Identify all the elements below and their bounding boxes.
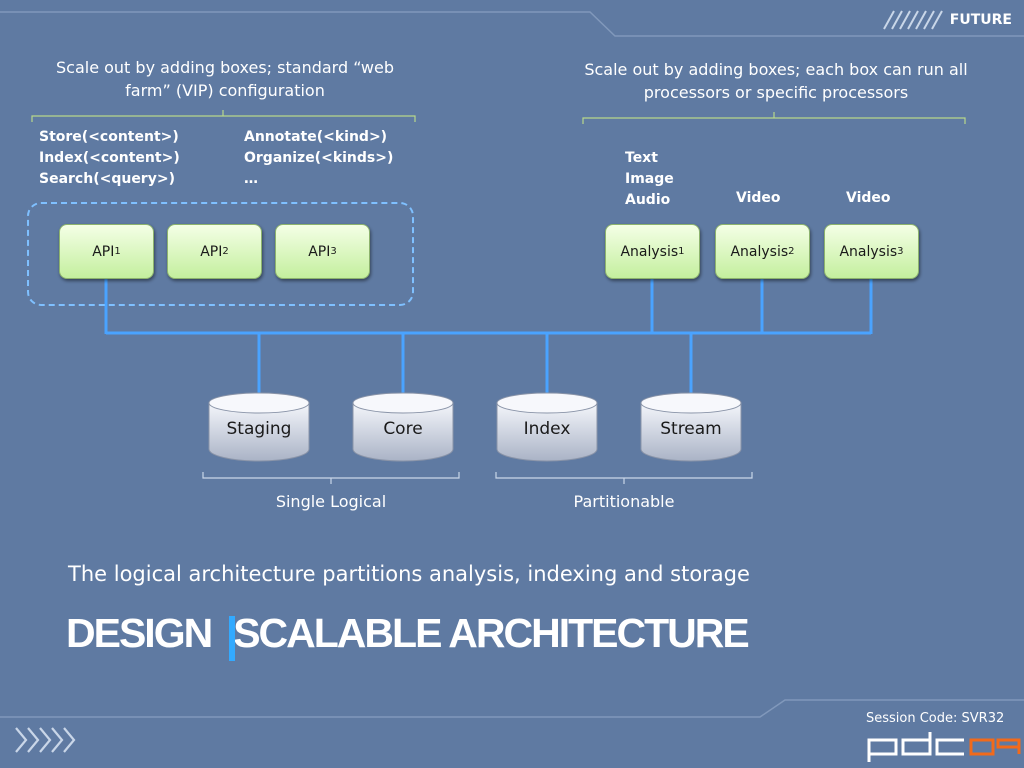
analysis-labels-col1: Text Image Audio [625, 148, 674, 211]
slide-title: DESIGN SCALABLE ARCHITECTURE [66, 610, 750, 657]
store-index[interactable]: Index [495, 391, 599, 463]
analysis-kind: Image [625, 171, 674, 187]
brand: FUTURE [874, 9, 1012, 31]
database-icon [496, 392, 598, 462]
analysis-box-sub: 2 [788, 246, 795, 257]
store-label: Core [383, 419, 423, 439]
database-icon [352, 392, 454, 462]
api-box-sub: 2 [222, 246, 229, 257]
database-icon [640, 392, 742, 462]
api-op: … [244, 171, 258, 187]
group-label-partitionable: Partitionable [573, 492, 675, 511]
stripes-icon [882, 10, 943, 30]
database-icon [208, 392, 310, 462]
api-box-label: API [200, 243, 223, 260]
title-part2: SCALABLE ARCHITECTURE [233, 610, 750, 656]
api-box-sub: 1 [114, 246, 121, 257]
store-label: Index [523, 419, 571, 439]
api-op: Search(<query>) [39, 171, 175, 187]
analysis-box-label: Analysis [730, 243, 789, 260]
chevrons-icon [15, 727, 76, 753]
title-part1: DESIGN [66, 610, 213, 656]
store-label: Stream [660, 419, 722, 439]
analysis-box-label: Analysis [620, 243, 679, 260]
store-stream[interactable]: Stream [639, 391, 743, 463]
right-note: Scale out by adding boxes; each box can … [560, 58, 992, 104]
store-staging[interactable]: Staging [207, 391, 311, 463]
left-note-line1: Scale out by adding boxes; standard “web [55, 58, 395, 77]
vip-group [27, 202, 414, 306]
title-separator [229, 616, 235, 661]
api-op: Store(<content>) [39, 129, 179, 145]
right-note-line2: processors or specific processors [643, 83, 909, 102]
api-op: Organize(<kinds>) [244, 150, 394, 166]
analysis-box-sub: 3 [897, 246, 904, 257]
api-box-label: API [92, 243, 115, 260]
store-label: Staging [226, 419, 292, 439]
analysis-kind: Text [625, 150, 658, 166]
api-box-sub: 3 [330, 246, 337, 257]
left-note: Scale out by adding boxes; standard “web… [30, 56, 420, 102]
api-ops-col1: Store(<content>) Index(<content>) Search… [39, 127, 180, 190]
analysis-box-sub: 1 [678, 246, 685, 257]
api-ops-col2: Annotate(<kind>) Organize(<kinds>) … [244, 127, 393, 190]
pdc09-logo [867, 732, 1021, 762]
group-label-single-logical: Single Logical [275, 492, 387, 511]
analysis-box-label: Analysis [839, 243, 898, 260]
session-code: Session Code: SVR32 [866, 711, 1005, 726]
api-box-label: API [308, 243, 331, 260]
brand-label: FUTURE [949, 12, 1012, 28]
slide-subtitle: The logical architecture partitions anal… [68, 562, 750, 586]
left-note-line2: farm” (VIP) configuration [125, 81, 325, 100]
store-core[interactable]: Core [351, 391, 455, 463]
analysis-kind-video-3: Video [846, 190, 891, 206]
api-op: Annotate(<kind>) [244, 129, 388, 145]
analysis-kind: Audio [625, 192, 671, 208]
analysis-kind-video-2: Video [736, 190, 781, 206]
right-note-line1: Scale out by adding boxes; each box can … [584, 60, 968, 79]
api-op: Index(<content>) [39, 150, 180, 166]
